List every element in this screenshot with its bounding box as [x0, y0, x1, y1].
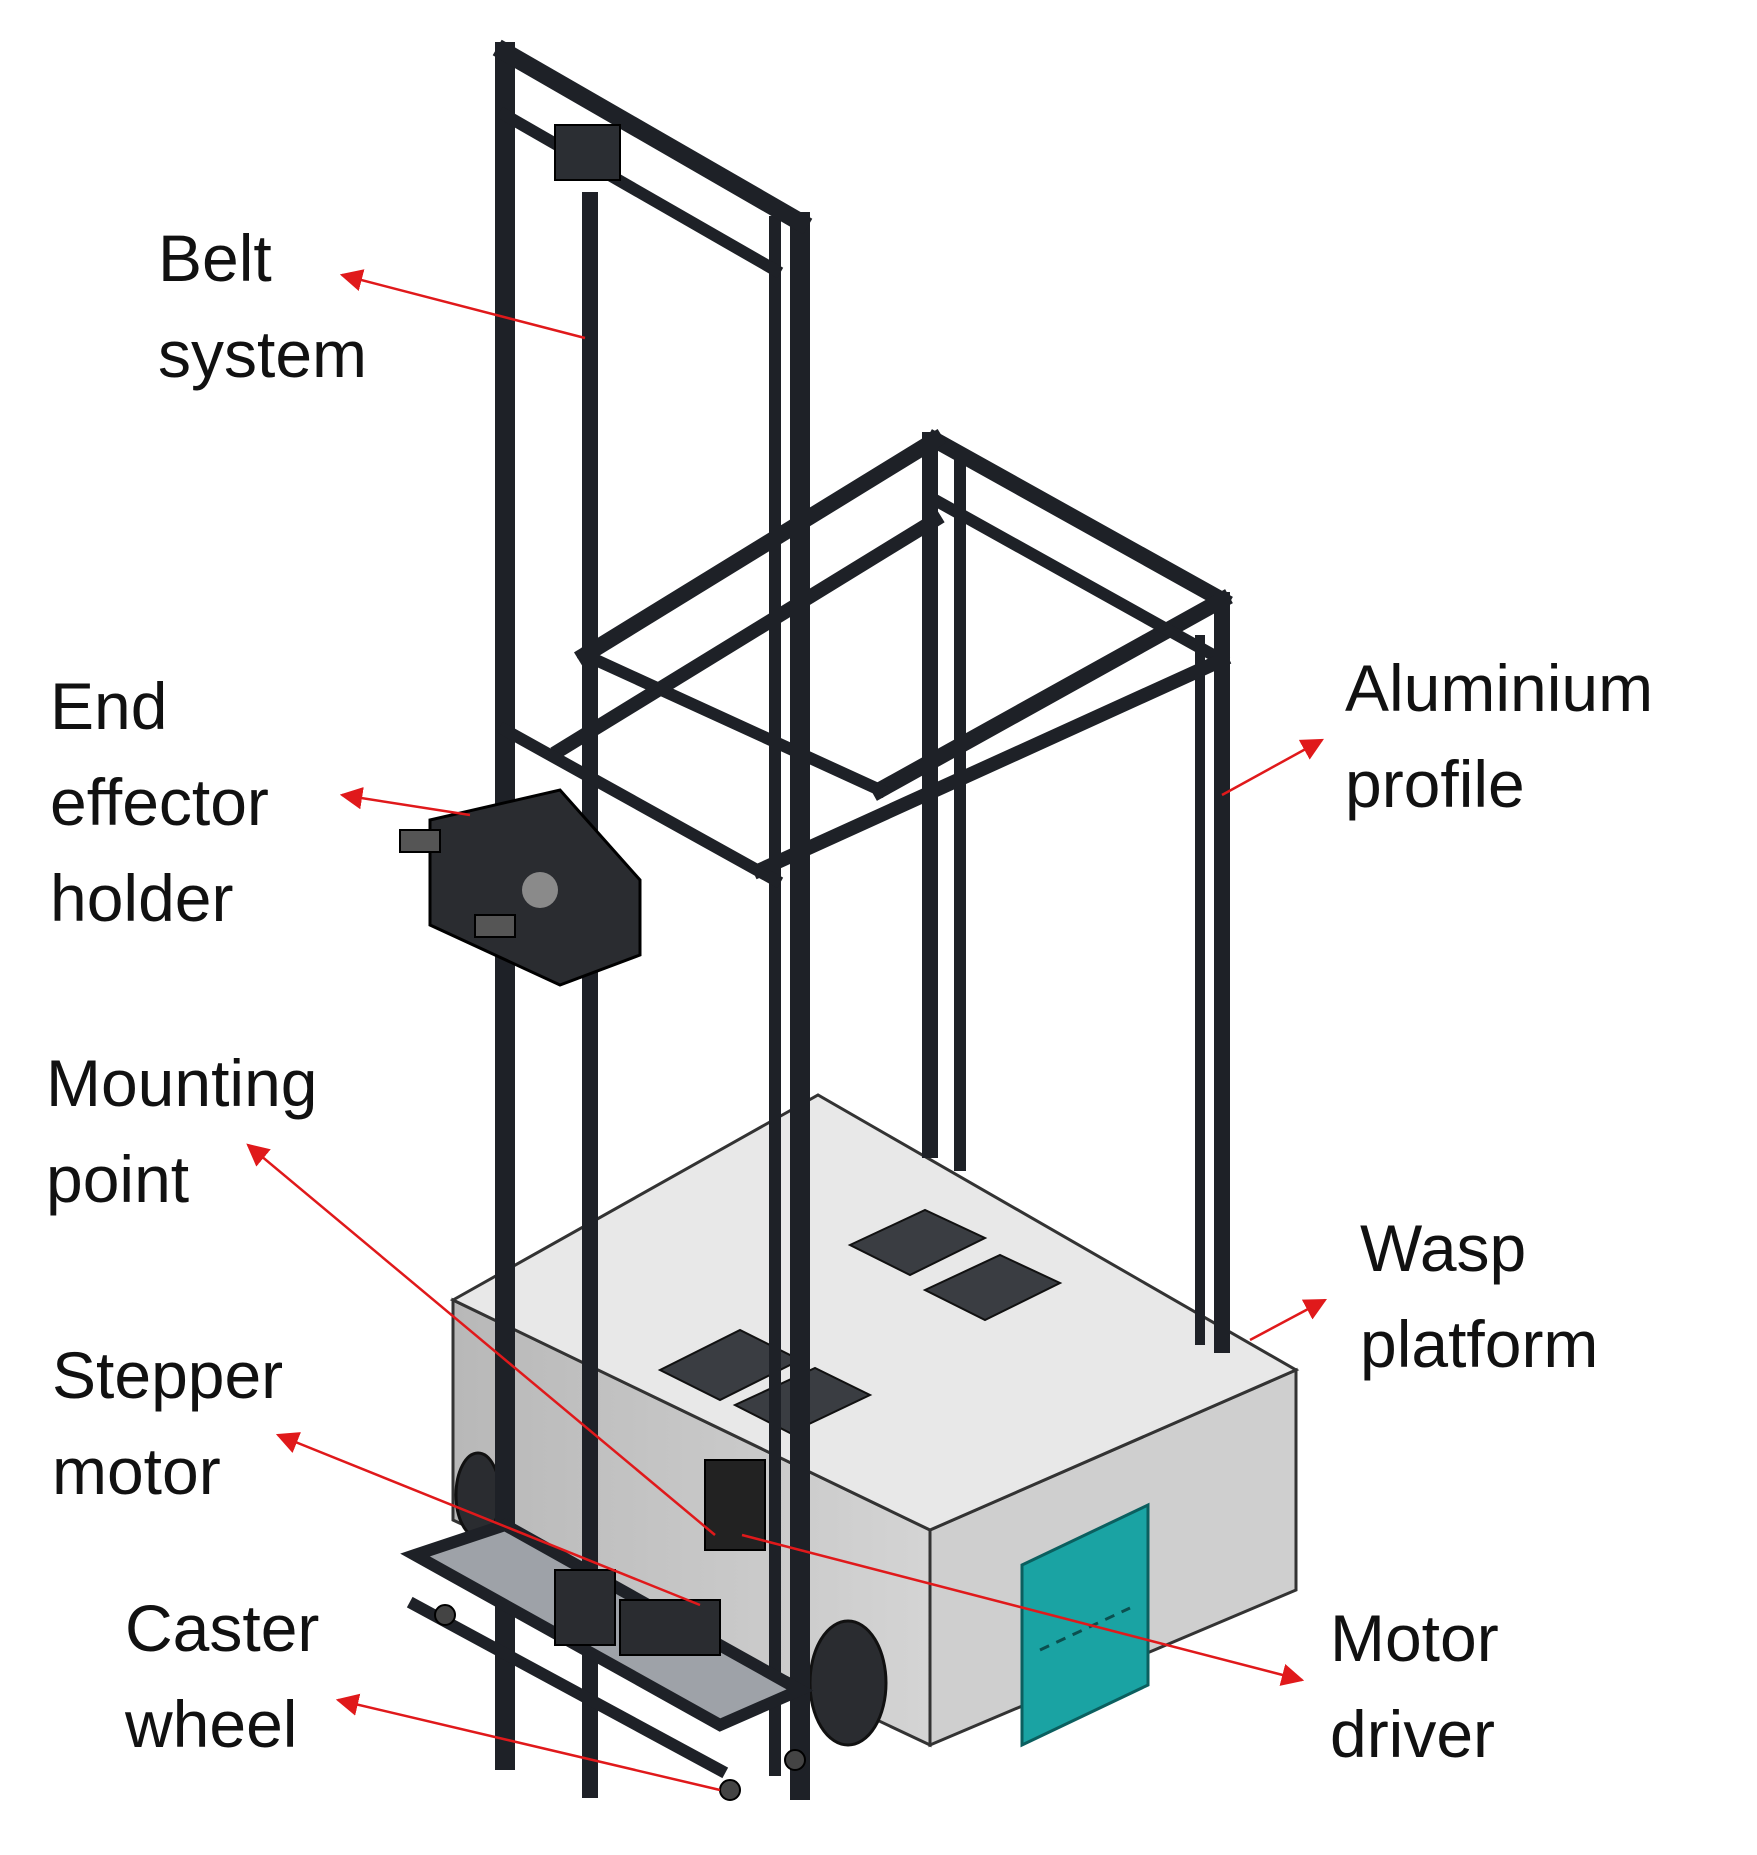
arrow-mounting-point: [246, 1143, 716, 1536]
label-wasp-platform: Wasp platform: [1360, 1211, 1599, 1381]
caster-wheel-part-1: [434, 1604, 456, 1626]
leader-arrows: [246, 269, 1327, 1792]
wasp-platform-body: [449, 1093, 1300, 1748]
motor-driver-box: [704, 1459, 766, 1551]
stepper-motor-body: [554, 1569, 616, 1646]
label-mounting-point: Mounting point: [46, 1046, 318, 1216]
belt-top-pulley-housing: [554, 124, 621, 181]
arrow-end-effector-holder: [339, 787, 471, 817]
label-belt-system: Belt system: [158, 221, 368, 391]
drive-wheel-right: [808, 1619, 888, 1747]
battery-pack: [619, 1599, 721, 1656]
arrow-belt-system: [339, 269, 586, 340]
aluminium-cage: [550, 428, 1233, 1353]
label-stepper-motor: Stepper motor: [52, 1338, 284, 1508]
arrow-caster-wheel: [335, 1693, 721, 1792]
label-aluminium-profile: Aluminium profile: [1345, 651, 1654, 821]
top-plate-1: [847, 1208, 988, 1277]
label-motor-driver: Motor driver: [1330, 1601, 1499, 1771]
mast-frame: [492, 39, 813, 1800]
label-end-effector-holder: End effector holder: [50, 669, 269, 935]
top-plate-2: [922, 1253, 1063, 1322]
end-effector-holder-part: [399, 788, 642, 987]
label-caster-wheel: Caster wheel: [125, 1591, 320, 1761]
caster-wheel-part-2: [719, 1779, 741, 1801]
arrow-motor-driver: [741, 1533, 1305, 1686]
arrow-wasp-platform: [1249, 1298, 1327, 1342]
bottom-carriage: [400, 1518, 814, 1801]
caster-wheel-part-3: [784, 1749, 806, 1771]
arrow-aluminium-profile: [1221, 738, 1324, 797]
arrow-stepper-motor: [275, 1432, 701, 1607]
